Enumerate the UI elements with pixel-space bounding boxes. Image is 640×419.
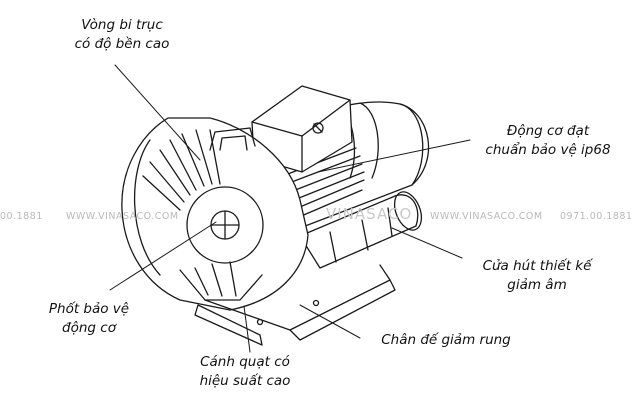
callout-impeller [243, 305, 251, 353]
intake-silencer [299, 191, 423, 269]
label-seal-line2: động cơ [62, 320, 116, 336]
label-impeller: Cánh quạt có hiệu suất cao [185, 353, 305, 391]
callout-lines [109, 64, 471, 353]
callout-motor [317, 139, 471, 173]
watermark-center-brand: VINASACO [326, 205, 413, 223]
terminal-box [251, 85, 353, 173]
watermark-right-brand: WWW.VINASACO.COM [430, 211, 543, 222]
label-bearing-line2: có độ bền cao [74, 36, 170, 52]
label-base: Chân đế giảm rung [381, 332, 511, 348]
watermark-left-phone: 00.1881 [0, 211, 43, 222]
watermark-right-phone: 0971.00.1881 [560, 211, 633, 222]
callout-seal [109, 221, 217, 291]
label-bearing-line1: Vòng bi trục [81, 17, 163, 33]
label-motor-line2: chuẩn bảo vệ ip68 [485, 142, 611, 158]
label-motor: Động cơ đạt chuẩn bảo vệ ip68 [468, 122, 628, 160]
label-bearing: Vòng bi trục có độ bền cao [52, 16, 192, 54]
label-seal: Phốt bảo vệ động cơ [34, 300, 144, 338]
callout-intake [391, 227, 463, 259]
label-intake-line1: Cửa hút thiết kế [482, 258, 592, 274]
label-seal-line1: Phốt bảo vệ [48, 301, 130, 317]
label-impeller-line1: Cánh quạt có [200, 354, 290, 370]
label-intake-line2: giảm âm [507, 277, 567, 293]
blower-housing [121, 117, 309, 311]
callout-bearing [114, 64, 201, 161]
label-intake: Cửa hút thiết kế giảm âm [462, 257, 612, 295]
watermark-left-brand: WWW.VINASACO.COM [66, 211, 179, 222]
base-plate [194, 264, 396, 346]
label-impeller-line2: hiệu suất cao [199, 373, 291, 389]
label-motor-line1: Động cơ đạt [506, 123, 590, 139]
callout-base [299, 304, 361, 339]
